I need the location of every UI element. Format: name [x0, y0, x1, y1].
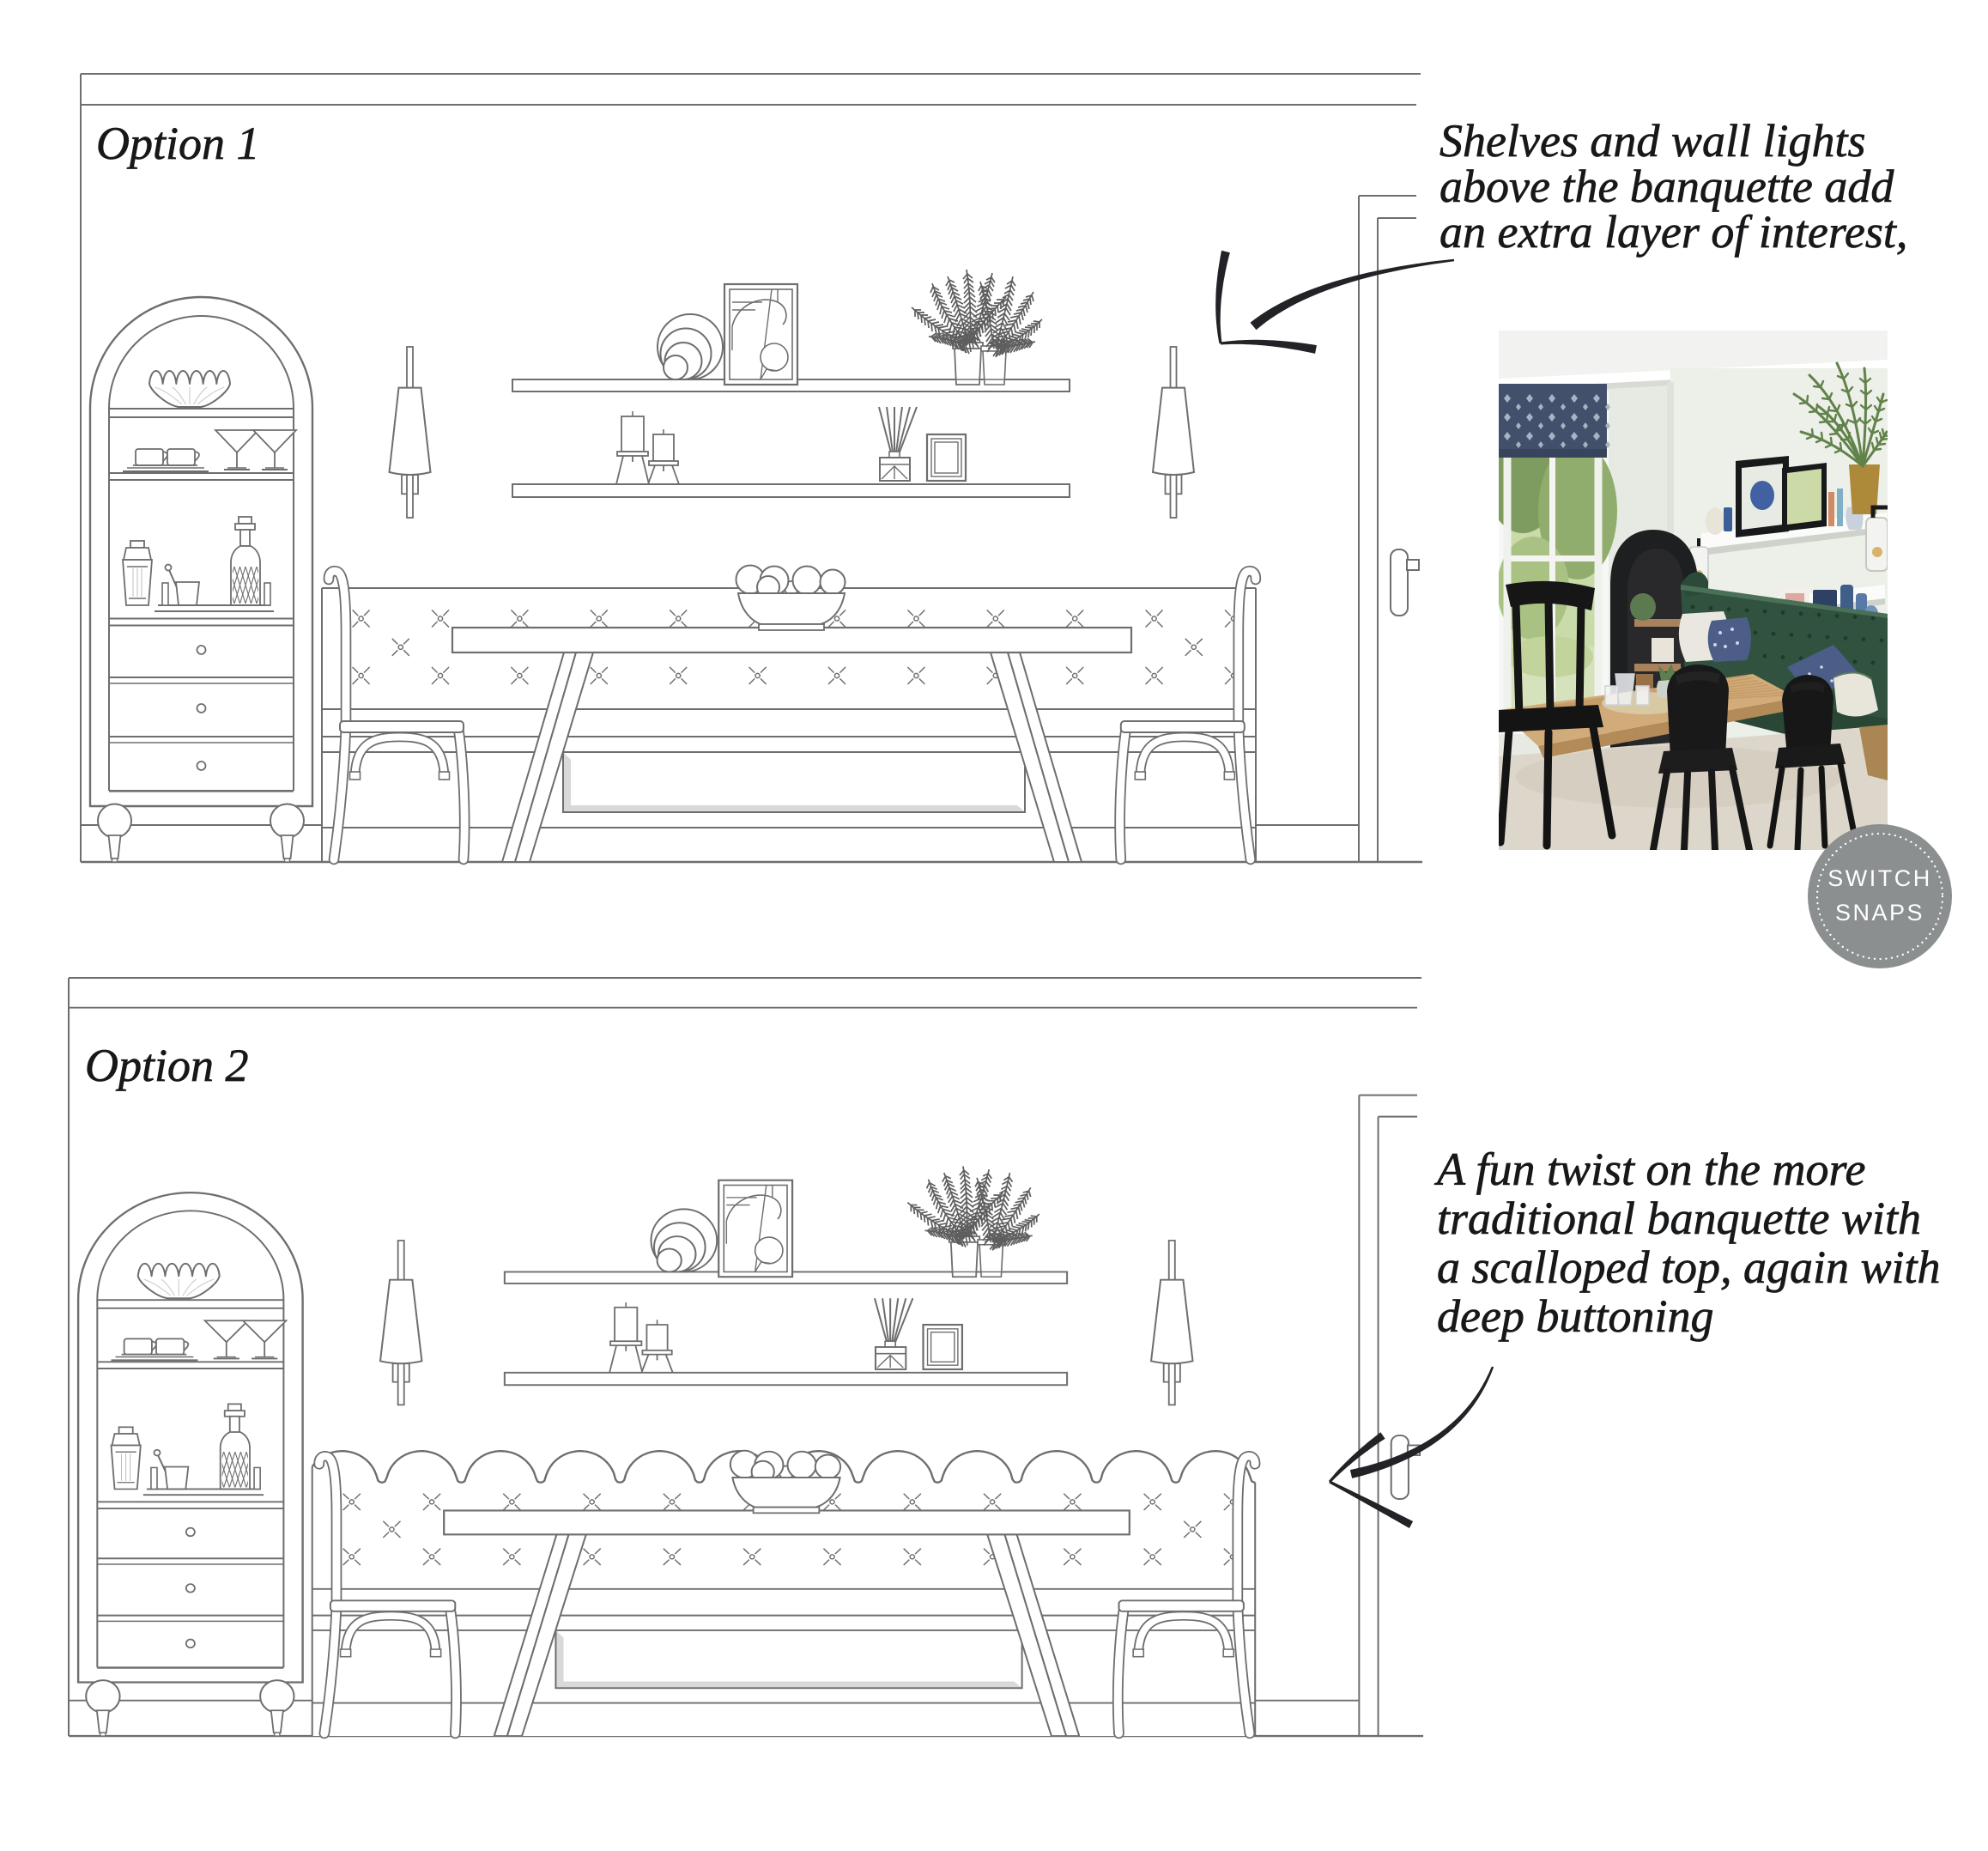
svg-text:SWITCH: SWITCH	[1827, 865, 1931, 891]
svg-text:SNAPS: SNAPS	[1835, 900, 1924, 926]
